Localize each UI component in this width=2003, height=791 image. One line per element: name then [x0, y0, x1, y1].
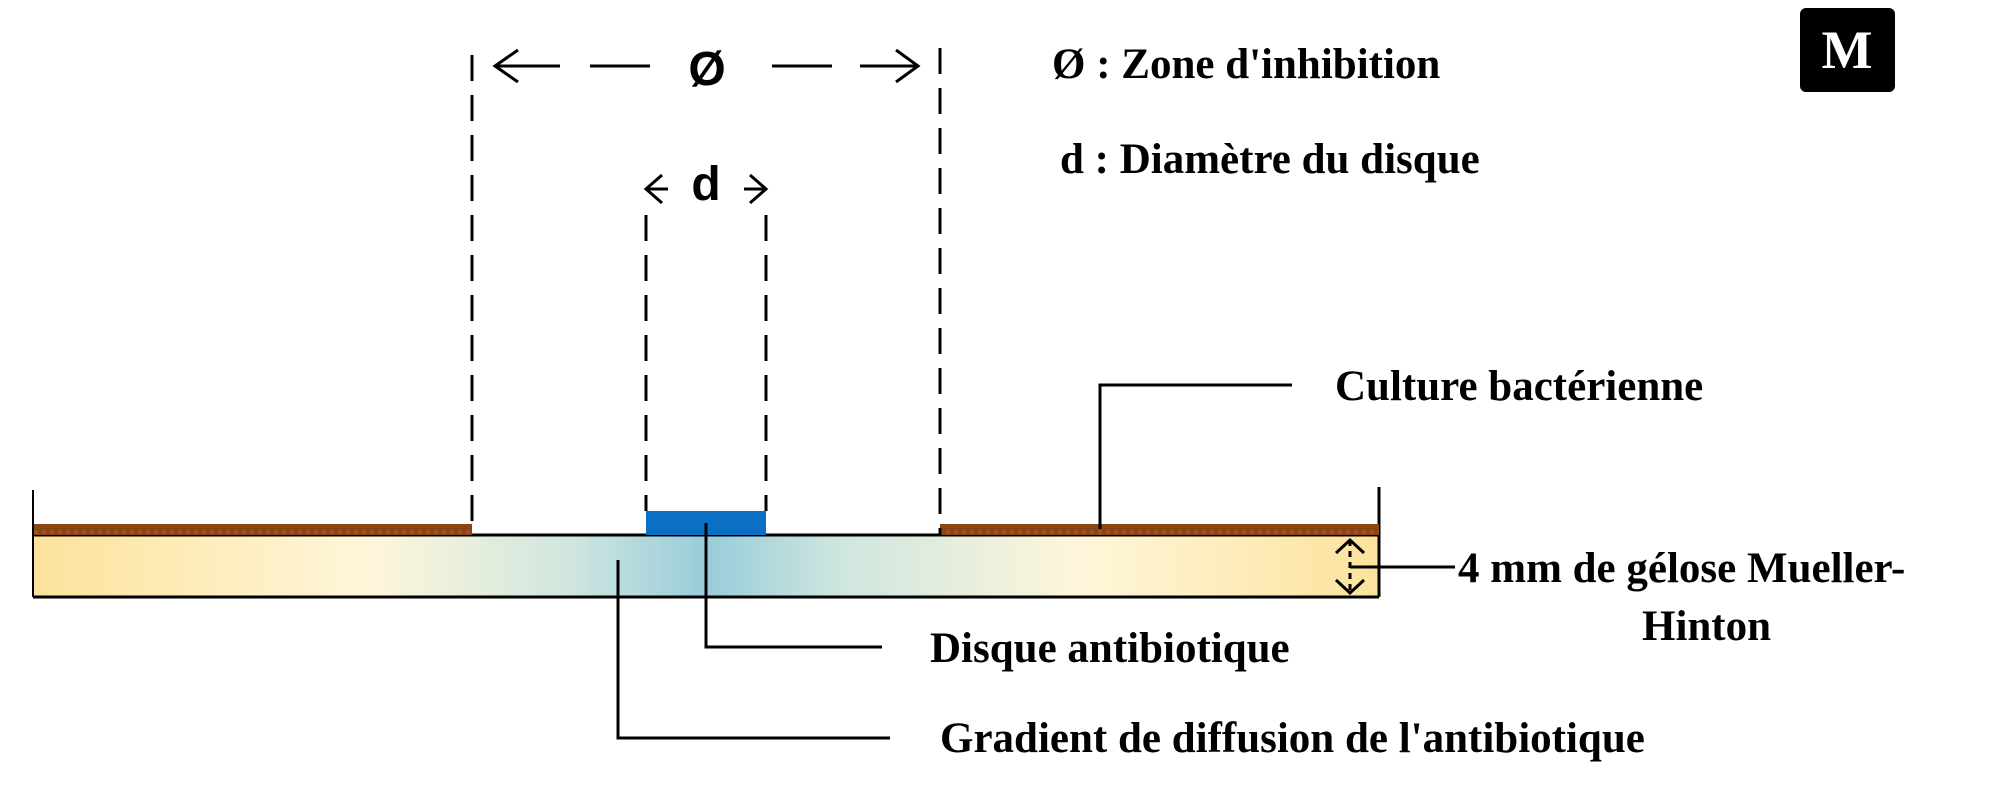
disk-leader-line	[704, 523, 882, 649]
culture-layer-left	[34, 524, 472, 535]
disk-dimension-arrow	[643, 173, 769, 205]
label-culture: Culture bactérienne	[1335, 363, 1703, 410]
legend-zone: Ø : Zone d'inhibition	[1052, 41, 1440, 88]
label-agar-line1: 4 mm de gélose Mueller-	[1458, 545, 1905, 592]
zone-symbol: Ø	[688, 43, 725, 96]
culture-layer-right	[940, 524, 1379, 535]
logo-text: M	[1822, 20, 1873, 80]
label-gradient: Gradient de diffusion de l'antibiotique	[940, 715, 1645, 762]
label-agar-line2: Hinton	[1642, 603, 1771, 650]
agar-thickness-indicator	[1334, 537, 1455, 596]
logo: M	[1800, 8, 1895, 92]
culture-leader-line	[1098, 383, 1292, 529]
gradient-leader-line	[616, 560, 890, 740]
disk-symbol: d	[691, 158, 720, 211]
legend-disk: d : Diamètre du disque	[1060, 136, 1480, 183]
zone-dimension-arrow	[492, 48, 921, 84]
label-disk: Disque antibiotique	[930, 625, 1290, 672]
